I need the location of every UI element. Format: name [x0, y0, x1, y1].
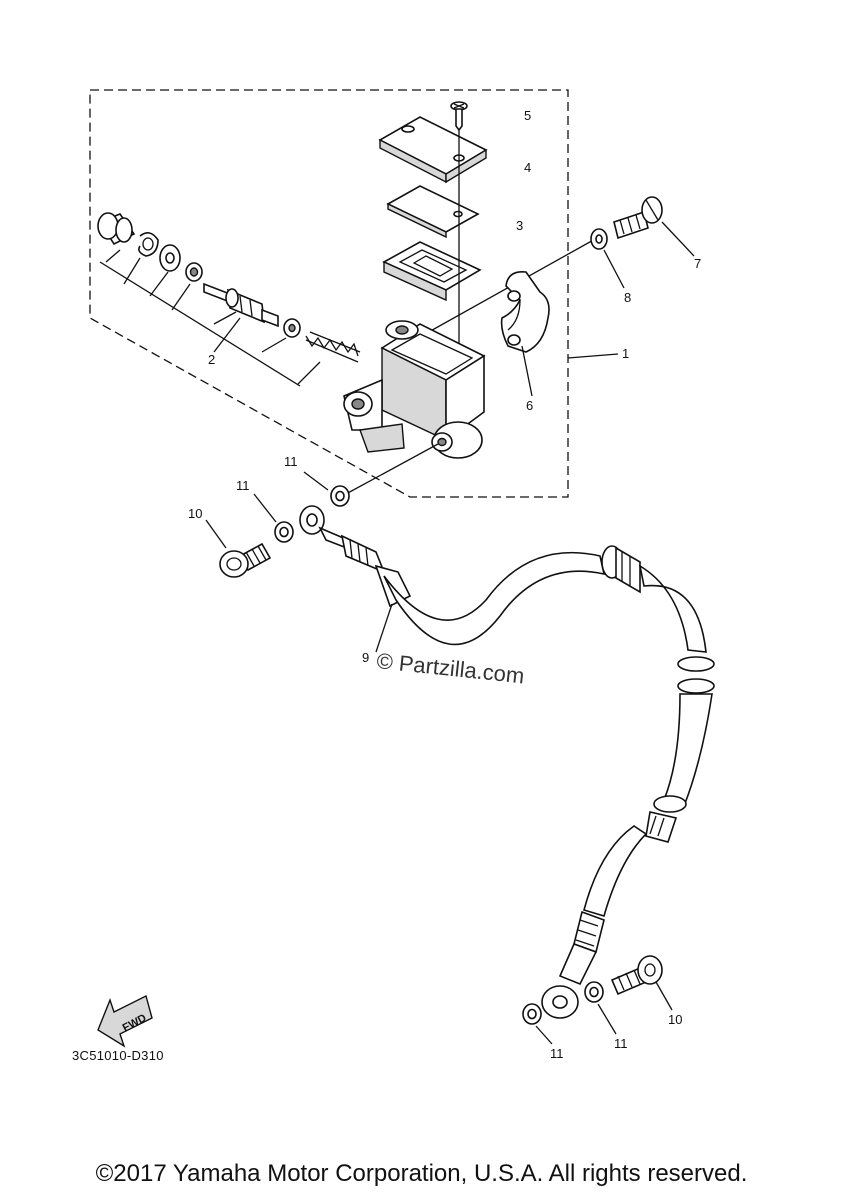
part-2-leader [213, 317, 241, 353]
callout-2: 2 [208, 352, 215, 367]
callout-1: 1 [622, 346, 629, 361]
part-11-leader [535, 1025, 553, 1045]
part-4-cap[interactable] [378, 116, 488, 184]
part-washer-small[interactable] [159, 244, 181, 272]
watermark: © Partzilla.com [375, 648, 525, 688]
part-5-screw[interactable] [450, 101, 468, 132]
part-10-bolt-lower[interactable] [610, 955, 663, 996]
diagram-code: 3C51010-D310 [72, 1048, 164, 1063]
callout-3: 3 [516, 218, 523, 233]
part-spring[interactable] [305, 331, 361, 363]
callout-11-upper-b: 11 [236, 478, 250, 493]
part-7-bolt[interactable] [613, 196, 663, 240]
copyright-notice: ©2017 Yamaha Motor Corporation, U.S.A. A… [95, 1160, 748, 1187]
part-8-washer[interactable] [590, 228, 608, 250]
part-11-leader [303, 471, 329, 491]
callout-10-upper: 10 [188, 506, 202, 521]
part-7-leader [661, 221, 695, 257]
part-2-piston[interactable] [203, 282, 279, 328]
part-10-bolt-upper[interactable] [219, 542, 272, 578]
part-11-leader [253, 493, 277, 523]
part-9-leader [375, 603, 393, 653]
part-10-leader [655, 981, 673, 1011]
callout-11-upper-a: 11 [284, 454, 298, 469]
master-cylinder-body[interactable] [343, 320, 486, 459]
callout-11-lower-b: 11 [614, 1036, 628, 1051]
part-11-washer-upper-a[interactable] [330, 485, 350, 507]
part-8-leader [603, 249, 625, 289]
callout-4: 4 [524, 160, 531, 175]
fwd-arrow-icon: FWD [97, 994, 153, 1048]
callout-11-lower-a: 11 [550, 1046, 564, 1061]
part-1-leader [567, 353, 619, 359]
part-6-clamp[interactable] [500, 270, 550, 353]
part-11-leader [597, 1003, 617, 1035]
part-diaphragm-plate[interactable] [386, 185, 480, 239]
callout-9: 9 [362, 650, 369, 665]
part-11-washer-lower-b[interactable] [522, 1003, 542, 1025]
callout-10-lower: 10 [668, 1012, 682, 1027]
part-circlip[interactable] [138, 232, 159, 257]
part-11-washer-upper-b[interactable] [274, 521, 294, 543]
part-2-kit-bracket [99, 249, 321, 387]
part-6-leader [521, 345, 533, 397]
part-10-leader [205, 519, 227, 549]
part-dust-boot[interactable] [97, 212, 136, 246]
part-seal[interactable] [283, 318, 301, 338]
part-3-diaphragm[interactable] [382, 241, 482, 302]
part-11-washer-lower-a[interactable] [584, 981, 604, 1003]
assembly-boundary [89, 89, 569, 498]
callout-6: 6 [526, 398, 533, 413]
callout-8: 8 [624, 290, 631, 305]
callout-5: 5 [524, 108, 531, 123]
part-cup[interactable] [185, 262, 203, 282]
guide-line [345, 443, 439, 495]
part-9-brake-hose[interactable] [299, 505, 715, 1019]
callout-7: 7 [694, 256, 701, 271]
